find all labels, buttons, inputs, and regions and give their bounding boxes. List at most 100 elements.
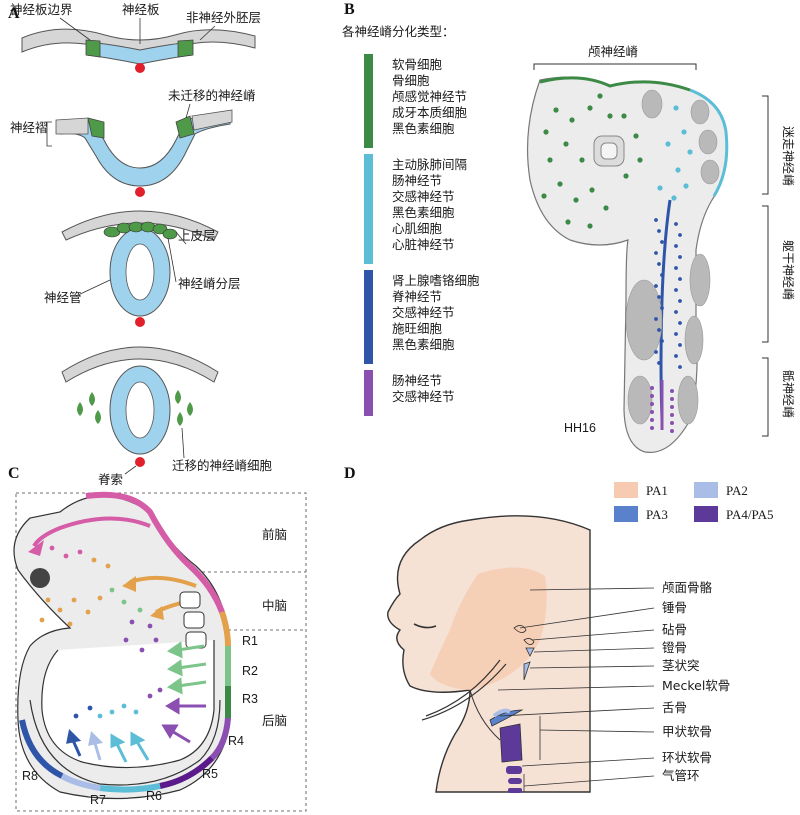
label-non-neural: 非神经外胚层 <box>186 10 261 25</box>
derivative-item: 黑色素细胞 <box>392 121 455 136</box>
derivative-item: 肠神经节 <box>392 373 442 388</box>
label-neural-tube: 神经管 <box>44 290 82 305</box>
epidermis-layer <box>61 210 219 241</box>
r7-label: R7 <box>90 793 106 807</box>
derivative-item: 骨细胞 <box>392 73 430 88</box>
r6-label: R6 <box>146 789 162 803</box>
label-cranial-crest: 颅神经嵴 <box>588 44 639 59</box>
r4-label: R4 <box>228 734 244 748</box>
group-bar-2 <box>364 154 373 264</box>
r2-label: R2 <box>242 664 258 678</box>
derivative-item: 交感神经节 <box>392 305 455 320</box>
derivative-item: 心肌细胞 <box>392 221 443 236</box>
label-trunk-crest: 躯干神经嵴 <box>781 240 796 300</box>
label-plate-border: 神经板边界 <box>10 2 73 17</box>
derivative-item: 软骨细胞 <box>392 57 443 72</box>
legend-swatch <box>694 482 718 498</box>
label-neural-fold: 神经褶 <box>10 120 48 135</box>
structure-label: 颅面骨骼 <box>662 580 713 595</box>
derivative-item: 施旺细胞 <box>392 321 443 336</box>
notochord-3 <box>135 317 145 327</box>
derivative-item: 肠神经节 <box>392 173 442 188</box>
group-bar-3 <box>364 270 373 364</box>
label-stage: HH16 <box>564 421 596 435</box>
derivative-item: 颅感觉神经节 <box>392 89 467 104</box>
legend-label: PA4/PA5 <box>726 507 773 522</box>
structure-label: Meckel软骨 <box>662 678 730 693</box>
panel-d-letter: D <box>344 465 356 482</box>
structure-label: 砧骨 <box>662 622 687 637</box>
label-neural-plate: 神经板 <box>122 2 160 17</box>
structure-label: 茎状突 <box>662 658 700 673</box>
legend-swatch <box>614 482 638 498</box>
notochord-2 <box>135 187 145 197</box>
structure-label: 气管环 <box>662 768 700 783</box>
panel-c-letter: C <box>8 465 20 482</box>
r8-label: R8 <box>22 769 38 783</box>
b-heading: 各神经嵴分化类型： <box>342 24 455 39</box>
legend-label: PA1 <box>646 483 668 498</box>
label-migratory: 迁移的神经嵴细胞 <box>172 458 273 473</box>
eye <box>30 568 50 588</box>
panel-b-letter: B <box>344 1 355 18</box>
label-midbrain: 中脑 <box>262 598 287 613</box>
structure-label: 甲状软骨 <box>662 724 712 739</box>
notochord-1 <box>135 63 145 73</box>
label-hindbrain: 后脑 <box>262 713 287 728</box>
label-epidermis: 上皮层 <box>178 228 216 243</box>
migration-stage: 脊索 迁移的神经嵴细胞 <box>61 346 273 487</box>
neural-tube-stage: 上皮层 神经嵴分层 神经管 <box>44 210 241 327</box>
group-bar-4 <box>364 370 373 416</box>
panel-a-letter: A <box>8 5 20 22</box>
delaminating-crest <box>103 221 178 240</box>
migrating-crest-cells <box>77 390 193 426</box>
human-head <box>387 515 591 793</box>
structure-label: 舌骨 <box>662 700 687 715</box>
neural-plate-stage: 神经板边界 神经板 非神经外胚层 <box>10 2 261 73</box>
legend-swatch <box>614 506 638 522</box>
label-vagal-crest: 迷走神经嵴 <box>781 126 795 186</box>
label-sacral-crest: 骶神经嵴 <box>781 370 795 418</box>
derivative-item: 心脏神经节 <box>392 237 455 252</box>
crest-streams <box>39 545 163 719</box>
hh16-embryo: 颅神经嵴 迷走神经嵴 躯干神经嵴 骶神经嵴 HH16 <box>526 44 796 453</box>
arch-buds <box>179 591 207 649</box>
plate-border-right <box>177 39 194 58</box>
somites <box>625 89 720 425</box>
derivative-item: 肾上腺嗜铬细胞 <box>392 273 480 288</box>
derivative-item: 黑色素细胞 <box>392 205 455 220</box>
r1-label: R1 <box>242 634 258 648</box>
neural-fold-stage: 神经褶 未迁移的神经嵴 <box>10 88 256 197</box>
structure-label: 镫骨 <box>662 640 687 655</box>
plate-border-left <box>85 39 101 58</box>
legend-swatch <box>694 506 718 522</box>
derivative-item: 黑色素细胞 <box>392 337 455 352</box>
structure-label: 锤骨 <box>662 600 687 615</box>
notochord-4 <box>135 457 145 467</box>
derivative-item: 成牙本质细胞 <box>392 105 468 120</box>
label-notochord: 脊索 <box>98 472 123 487</box>
derivative-groups: 软骨细胞骨细胞颅感觉神经节成牙本质细胞黑色素细胞主动脉肺间隔肠神经节交感神经节黑… <box>364 54 480 416</box>
crest-cell-dots <box>541 93 693 433</box>
derivative-item: 交感神经节 <box>392 389 455 404</box>
derivative-item: 主动脉肺间隔 <box>392 157 467 172</box>
structure-label: 环状软骨 <box>662 750 712 765</box>
pa1-region <box>430 567 547 690</box>
legend-label: PA3 <box>646 507 668 522</box>
derivative-item: 交感神经节 <box>392 189 455 204</box>
dashed-frame <box>15 492 307 812</box>
label-forebrain: 前脑 <box>262 527 287 542</box>
embryo-head-section: 前脑 中脑 后脑 R1 R2 R3 R4 R5 R6 R7 R8 <box>13 491 307 812</box>
label-premigratory: 未迁移的神经嵴 <box>168 88 256 103</box>
r1-r3-arrows <box>166 641 207 695</box>
r4-r5-arrows <box>161 697 206 744</box>
label-delamination: 神经嵴分层 <box>178 276 241 291</box>
derivative-item: 脊神经节 <box>392 289 442 304</box>
r3-label: R3 <box>242 692 258 706</box>
group-bar-1 <box>364 54 373 148</box>
legend-label: PA2 <box>726 483 748 498</box>
r5-label: R5 <box>202 767 218 781</box>
